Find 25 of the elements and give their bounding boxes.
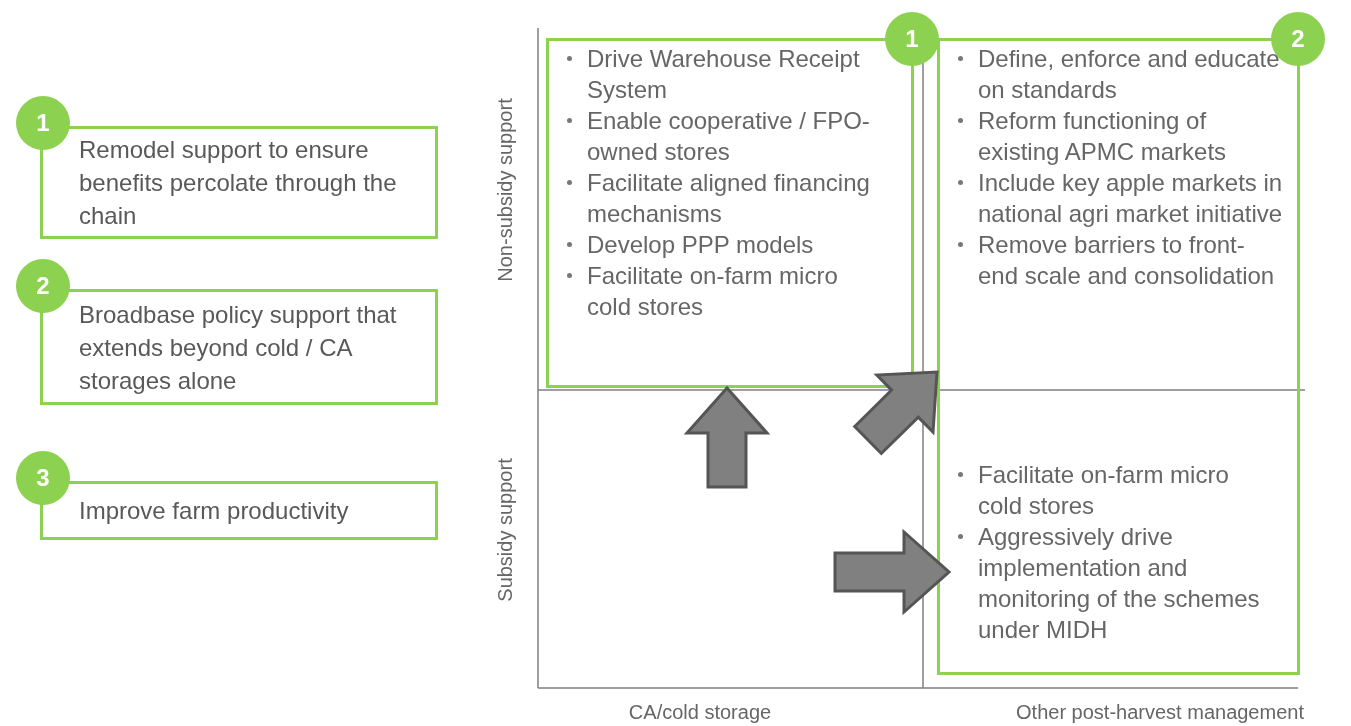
axis-label: Other post-harvest management <box>1016 700 1304 725</box>
bullet-text: Facilitate on-farm micro cold stores <box>587 261 839 322</box>
bullet-text: Facilitate aligned financing mechanisms <box>587 168 871 229</box>
bullet-text: Develop PPP models <box>587 230 814 260</box>
block-arrow <box>833 528 952 616</box>
block-arrow <box>852 370 939 456</box>
number-badge: 3 <box>16 451 70 505</box>
bullet-text: Drive Warehouse Receipt System <box>587 44 861 105</box>
box-text: Broadbase policy support that extends beyond cold / CA storages alone <box>79 299 398 396</box>
bullet-text: Define, enforce and educate on standards <box>978 44 1281 105</box>
number-badge: 2 <box>16 259 70 313</box>
bullet-text: Aggressively drive implementation and monitoring of the schemes under MIDH <box>978 522 1261 645</box>
axis-label: Non-subsidy support <box>493 98 517 282</box>
bullet-text: Reform functioning of existing APMC markets <box>978 106 1228 167</box>
box-text: Remodel support to ensure benefits percolate through the chain <box>79 135 398 231</box>
bullet-text: Remove barriers to front-end scale and consolidation <box>978 230 1276 291</box>
axis-label: Subsidy support <box>493 458 517 602</box>
block-arrow <box>683 385 771 489</box>
number-badge: 1 <box>16 96 70 150</box>
number-badge: 1 <box>885 12 939 66</box>
bullet-text: Include key apple markets in national agri market initiative <box>978 168 1284 229</box>
bullet-text: Facilitate on-farm micro cold stores <box>978 460 1230 521</box>
box-text: Improve farm productivity <box>79 496 349 526</box>
bullet-text: Enable cooperative / FPO-owned stores <box>587 106 871 167</box>
axis-label: CA/cold storage <box>628 700 772 725</box>
